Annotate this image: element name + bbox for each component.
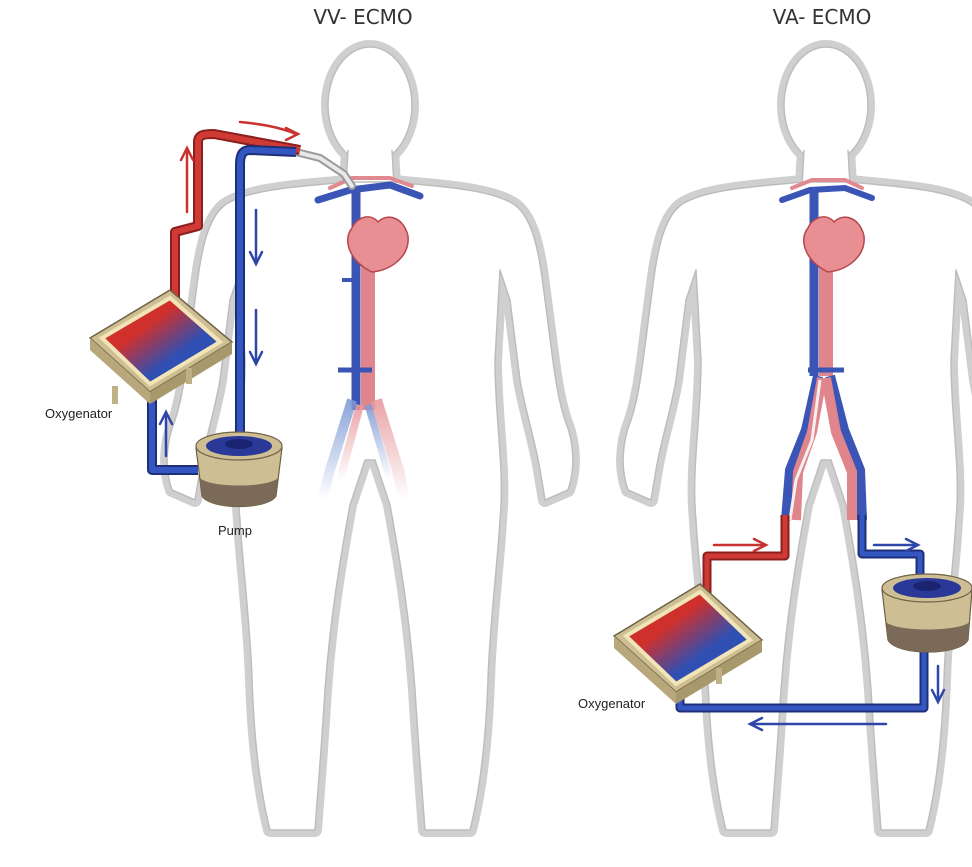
vv-ecmo-panel: VV- ECMO (45, 5, 573, 830)
va-ecmo-panel: VA- ECMO (578, 5, 972, 830)
vv-ecmo-title: VV- ECMO (313, 5, 412, 29)
va-oxygenator-label: Oxygenator (578, 696, 646, 711)
pump-icon (882, 574, 972, 652)
vv-pump-label: Pump (218, 523, 252, 538)
vv-oxygenator-label: Oxygenator (45, 406, 113, 421)
va-ecmo-title: VA- ECMO (773, 5, 872, 29)
pump-icon (196, 432, 282, 507)
